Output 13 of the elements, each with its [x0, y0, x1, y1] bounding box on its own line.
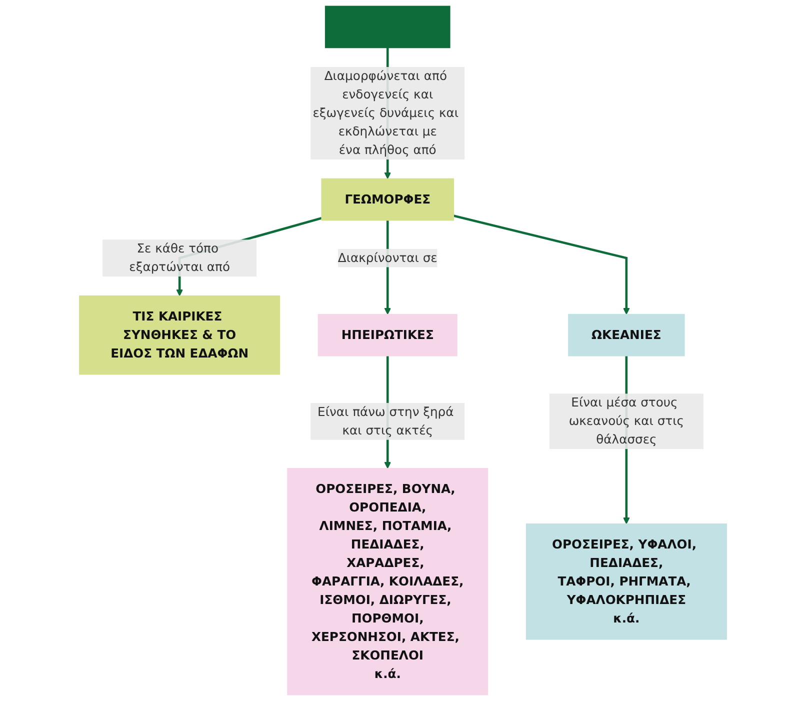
- edge-label: Διακρίνονται σε: [338, 250, 438, 265]
- node-box: [324, 6, 450, 48]
- node-box: ΟΡΟΣΕΙΡΕΣ, ΒΟΥΝΑ, ΟΡΟΠΕΔΙΑ, ΛΙΜΝΕΣ, ΠΟΤΑΜΙΑ, ΠΕΔΙΑΔΕΣ, ΧΑΡΑΔΡΕΣ, ΦΑΡΑΓΓΙΑ, ΚΟΙΛΑΔΕΣ, ΙΣΘΜΟΙ, ΔΙΩΡΥΓΕΣ, ΠΟΡΘΜΟΙ, ΧΕΡΣΟΝΗΣΟΙ, ΑΚΤΕΣ, ΣΚΟΠΕΛΟΙ κ.ά.: [287, 468, 488, 696]
- node-box: ΟΡΟΣΕΙΡΕΣ, ΥΦΑΛΟΙ, ΠΕΔΙΑΔΕΣ, ΤΑΦΡΟΙ, ΡΗΓΜΑΤΑ, ΥΦΑΛΟΚΡΗΠΙΔΕΣ κ.ά.: [526, 523, 727, 640]
- node-box: ΗΠΕΙΡΩΤΙΚΕΣ: [318, 314, 458, 356]
- edge-label: Είναι μέσα στους ωκεανούς και στις θάλασσες: [568, 395, 684, 447]
- edge-label: Είναι πάνω στην ξηρά και στις ακτές: [318, 404, 454, 438]
- node-box: ΤΙΣ ΚΑΙΡΙΚΕΣ ΣΥΝΘΗΚΕΣ & ΤΟ ΕΙΔΟΣ ΤΩΝ ΕΔΑΦΩΝ: [79, 295, 280, 375]
- arrow: [453, 214, 630, 315]
- edge-label: Διαμορφώνεται από ενδογενείς και εξωγενείς δυνάμεις και εκδηλώνεται με ένα πλήθος από: [312, 68, 459, 158]
- node-box: ΓΕΩΜΟΡΦΕΣ: [321, 178, 454, 221]
- edge-label: Σε κάθε τόπο εξαρτώνται από: [129, 241, 230, 274]
- node-box: ΩΚΕΑΝΙΕΣ: [568, 314, 685, 356]
